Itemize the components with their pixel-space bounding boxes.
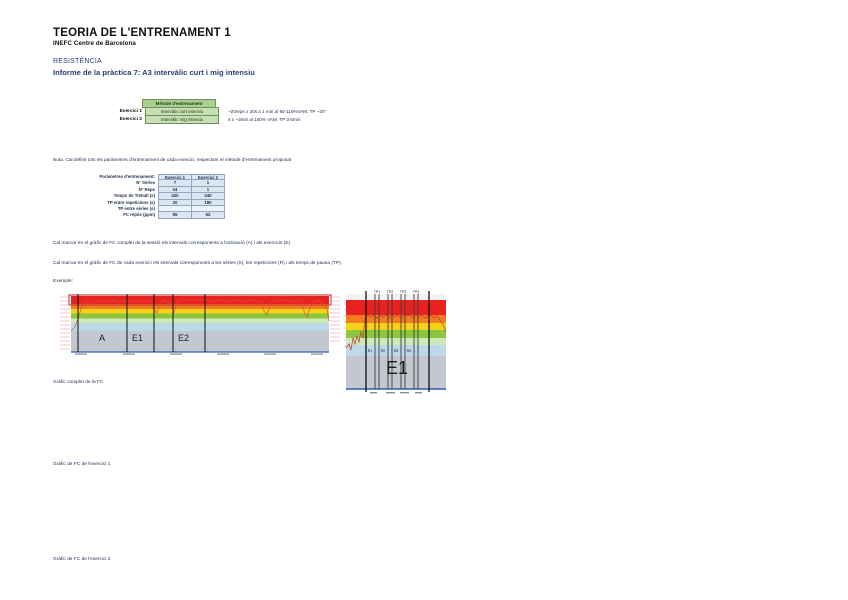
params-col-header-ex1: Exercici 1 (158, 174, 192, 181)
zone-3-mod-band (346, 323, 446, 330)
method-row-label-ex2: Exercici 2 (119, 117, 142, 122)
caption-exercise1-graph: Gràfic de FC de l'exercici 1 (53, 462, 111, 467)
instruction-line-2: Cal marcar en el gràfic de FC de cada ex… (53, 261, 342, 266)
param-value-tp-reps-ex1[interactable]: 20 (158, 199, 192, 206)
param-label-reps: Nº Reps (138, 186, 155, 192)
repetition-marker-lines[interactable] (374, 294, 419, 389)
params-header-row: Paràmetres d'entrenament: Exercici 1 Exe… (63, 174, 225, 181)
table-row: Temps de Treball (s) 420 240 (63, 193, 225, 200)
param-value-series-ex2[interactable]: 1 (192, 180, 225, 187)
pause-labels: TP1 TP2 TP3 TP4 (374, 290, 419, 294)
param-value-series-ex1[interactable]: 7 (158, 180, 192, 187)
rep-labels: R1 R2 R3 R4 (368, 349, 411, 353)
param-value-work-time-ex1[interactable]: 420 (158, 193, 192, 200)
hr-chart-full-session-svg: A E1 E2 (57, 291, 342, 356)
param-value-tp-series-ex2[interactable] (192, 205, 225, 213)
param-label-series: Nº Series (136, 180, 155, 186)
label-R2: R2 (381, 349, 385, 353)
page-title: TEORIA DE L'ENTRENAMENT 1 (53, 27, 231, 39)
method-table: Mètode d'entrenament Exercici 1 Intervàl… (104, 99, 327, 124)
label-TP4: TP4 (413, 290, 419, 294)
report-heading: Informe de la pràctica 7: A3 intervàlic … (53, 68, 255, 77)
method-description-ex2: 4 x ~3min al 100% VAM. TP 3-5min (228, 117, 301, 122)
hr-chart-full-session[interactable]: A E1 E2 (57, 291, 342, 356)
params-title: Paràmetres d'entrenament: (99, 174, 155, 179)
exercise-boundary-lines[interactable] (365, 291, 430, 392)
target-zone-highlight-box (68, 294, 332, 306)
param-value-resting-hr-ex1[interactable]: 55 (158, 212, 192, 219)
y-axis-ticks (60, 296, 70, 350)
hr-zone-bands (71, 296, 329, 352)
instruction-line-1: Cal marcar en el gràfic de FC complet de… (53, 241, 292, 246)
annotation-E2: E2 (178, 333, 189, 343)
method-description-ex1: ~20reps x 20s a 1 min al 90-110%VAM, TP … (228, 109, 327, 114)
annotation-A: A (99, 333, 105, 343)
y-axis-ticks-right (330, 296, 340, 342)
table-row: TP entre repeticions (s) 20 180 (63, 199, 225, 206)
y-axis-ticks (344, 303, 346, 347)
x-axis-tick-labels (75, 353, 323, 355)
param-value-tp-series-ex1[interactable] (158, 205, 192, 213)
zone-4-hard-band (71, 304, 329, 309)
caption-full-graph: Gràfic complet de la FC (53, 380, 104, 385)
params-table: Paràmetres d'entrenament: Exercici 1 Exe… (63, 174, 225, 219)
caption-exercise2-graph: Gràfic de FC de l'exercici 2 (53, 557, 111, 562)
label-R3: R3 (394, 349, 398, 353)
institution-subtitle: INEFC Centre de Barcelona (53, 40, 136, 47)
table-row: Nº Series 7 1 (63, 180, 225, 187)
annotation-E1-large: E1 (386, 358, 408, 378)
hr-trace-line (70, 299, 330, 332)
zone-1-easy-band (346, 338, 446, 345)
method-cell-ex2[interactable]: Intervàlic mig intensiu (145, 115, 219, 124)
zone-3-mod-band (71, 309, 329, 314)
zone-below-band (71, 331, 329, 352)
zone-2-light-band (346, 330, 446, 338)
label-TP3: TP3 (400, 290, 406, 294)
param-value-reps-ex2[interactable]: 1 (192, 186, 225, 194)
label-TP2: TP2 (387, 290, 393, 294)
param-label-resting-hr: FC repòs (ppm) (123, 212, 155, 218)
param-value-work-time-ex2[interactable]: 240 (192, 193, 225, 200)
zone-1-easy-band (71, 318, 329, 323)
zone-0-rest-band (346, 345, 446, 356)
zone-4-hard-band (346, 315, 446, 323)
zone-2-light-band (71, 313, 329, 319)
annotation-E1: E1 (132, 333, 143, 343)
param-label-tp-reps: TP entre repeticions (s) (107, 199, 155, 205)
param-label-tp-series: TP entre sèries (s) (117, 205, 155, 211)
zone-5-max-band (346, 300, 446, 315)
params-col-header-ex2: Exercici 2 (192, 174, 225, 181)
x-axis-tick-labels (370, 392, 422, 394)
zone-0-rest-band (71, 323, 329, 331)
note-text: Nota. Cal definir tots els paràmetres d'… (53, 157, 292, 162)
param-label-work-time: Temps de Treball (s) (113, 193, 155, 199)
label-R4: R4 (407, 349, 411, 353)
method-table-row: Exercici 1 Intervàlic curt intensiu ~20r… (104, 107, 327, 116)
interval-marker-lines[interactable] (77, 294, 206, 352)
label-TP1: TP1 (374, 290, 380, 294)
table-row: FC repòs (ppm) 55 62 (63, 212, 225, 219)
hr-chart-exercise1-svg: TP1 TP2 TP3 TP4 R1 R2 R3 R4 E1 (344, 288, 448, 398)
hr-chart-exercise1-detail[interactable]: TP1 TP2 TP3 TP4 R1 R2 R3 R4 E1 (344, 288, 448, 398)
method-row-label-ex1: Exercici 1 (119, 109, 142, 114)
instruction-example-label: Exemple: (53, 279, 73, 284)
param-value-reps-ex1[interactable]: 24 (158, 186, 192, 194)
method-table-header-row: Mètode d'entrenament (104, 99, 326, 108)
method-table-row: Exercici 2 Intervàlic mig intensiu 4 x ~… (104, 115, 326, 124)
param-value-tp-reps-ex2[interactable]: 180 (192, 199, 225, 206)
param-value-resting-hr-ex2[interactable]: 62 (192, 212, 225, 219)
table-row: Nº Reps 24 1 (63, 186, 225, 194)
section-heading: RESISTÈNCIA (53, 58, 102, 65)
label-R1: R1 (368, 349, 372, 353)
chart-top-strip (346, 294, 446, 300)
table-row: TP entre sèries (s) (63, 205, 225, 213)
